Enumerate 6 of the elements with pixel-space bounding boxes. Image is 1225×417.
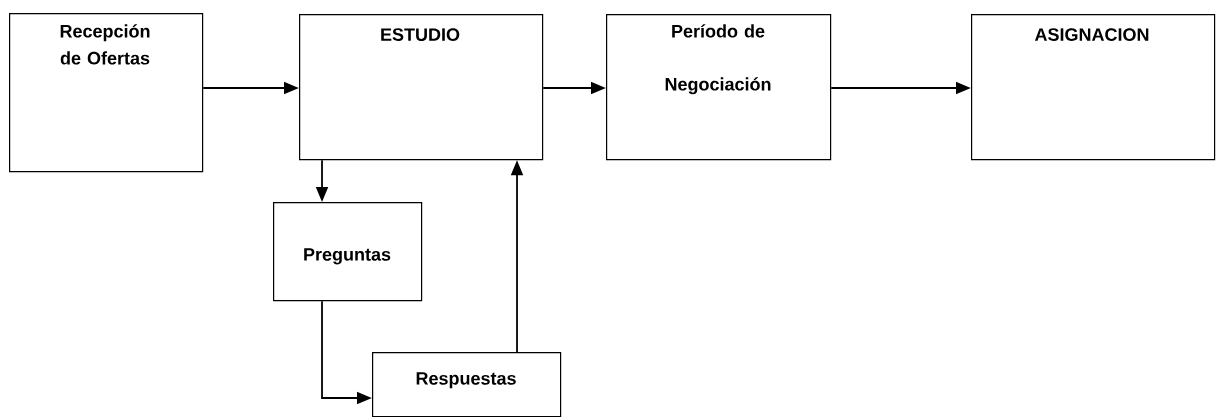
process-box: ESTUDIO xyxy=(299,14,544,161)
process-box: ASIGNACION xyxy=(971,14,1216,161)
process-box: Respuestas xyxy=(372,352,562,417)
process-box: Preguntas xyxy=(273,202,423,302)
process-box: Período de Negociación xyxy=(606,14,832,161)
process-box: Recepción de Ofertas xyxy=(9,13,204,173)
